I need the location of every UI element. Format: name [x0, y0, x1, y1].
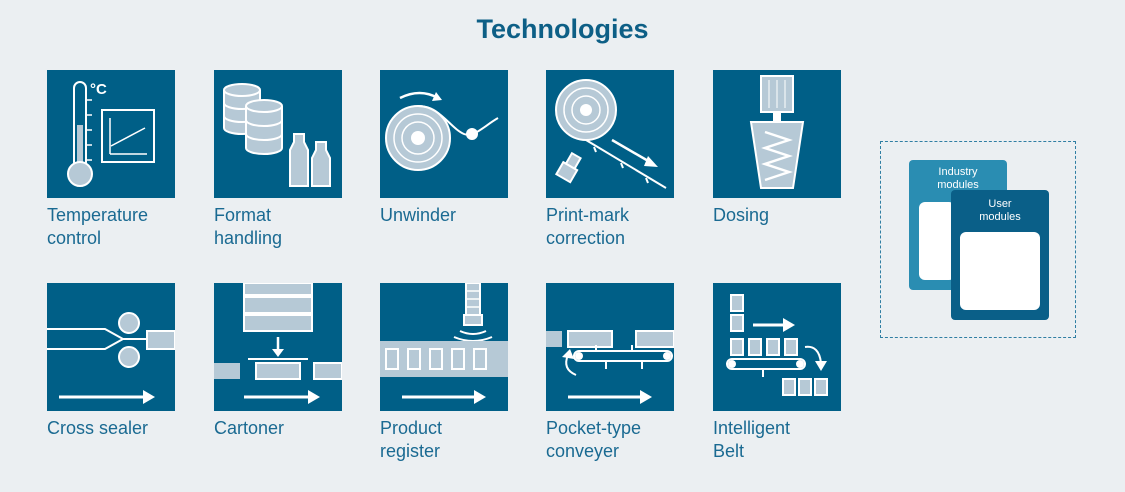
product-register-tile[interactable]: [380, 283, 508, 411]
dosing-tile[interactable]: [713, 70, 841, 198]
dosing-auger-icon: [749, 75, 805, 189]
product-register-icon: [380, 283, 508, 404]
cartoner-tile[interactable]: [214, 283, 342, 411]
unwinder-label: Unwinder: [380, 205, 457, 225]
dosing-label: Dosing: [713, 205, 770, 225]
cross-sealer-icon: [47, 312, 175, 404]
page-title: Technologies: [476, 14, 649, 44]
database-bottles-icon: [223, 83, 331, 187]
cartoner-label: Cartoner: [214, 418, 285, 438]
print-mark-sensor-icon: [554, 79, 667, 189]
cross-sealer-tile[interactable]: [47, 283, 175, 411]
cartoner-icon: [214, 283, 342, 404]
format-handling-tile[interactable]: [214, 70, 342, 198]
print-mark-correction-tile[interactable]: [546, 70, 674, 198]
pocket-type-conveyer-tile[interactable]: [546, 283, 674, 411]
temperature-control-tile[interactable]: °C: [47, 70, 175, 198]
cross-sealer-label: Cross sealer: [47, 418, 149, 438]
celsius-unit: °C: [90, 81, 107, 98]
industry-modules-window: [919, 202, 955, 280]
unwinder-roll-icon: [385, 91, 499, 171]
pocket-conveyor-icon: [546, 330, 674, 404]
unwinder-tile[interactable]: [380, 70, 508, 198]
thermometer-icon: °C: [67, 81, 155, 187]
intelligent-belt-icon: [726, 294, 828, 396]
intelligent-belt-tile[interactable]: [713, 283, 841, 411]
user-modules-window: [960, 232, 1040, 310]
